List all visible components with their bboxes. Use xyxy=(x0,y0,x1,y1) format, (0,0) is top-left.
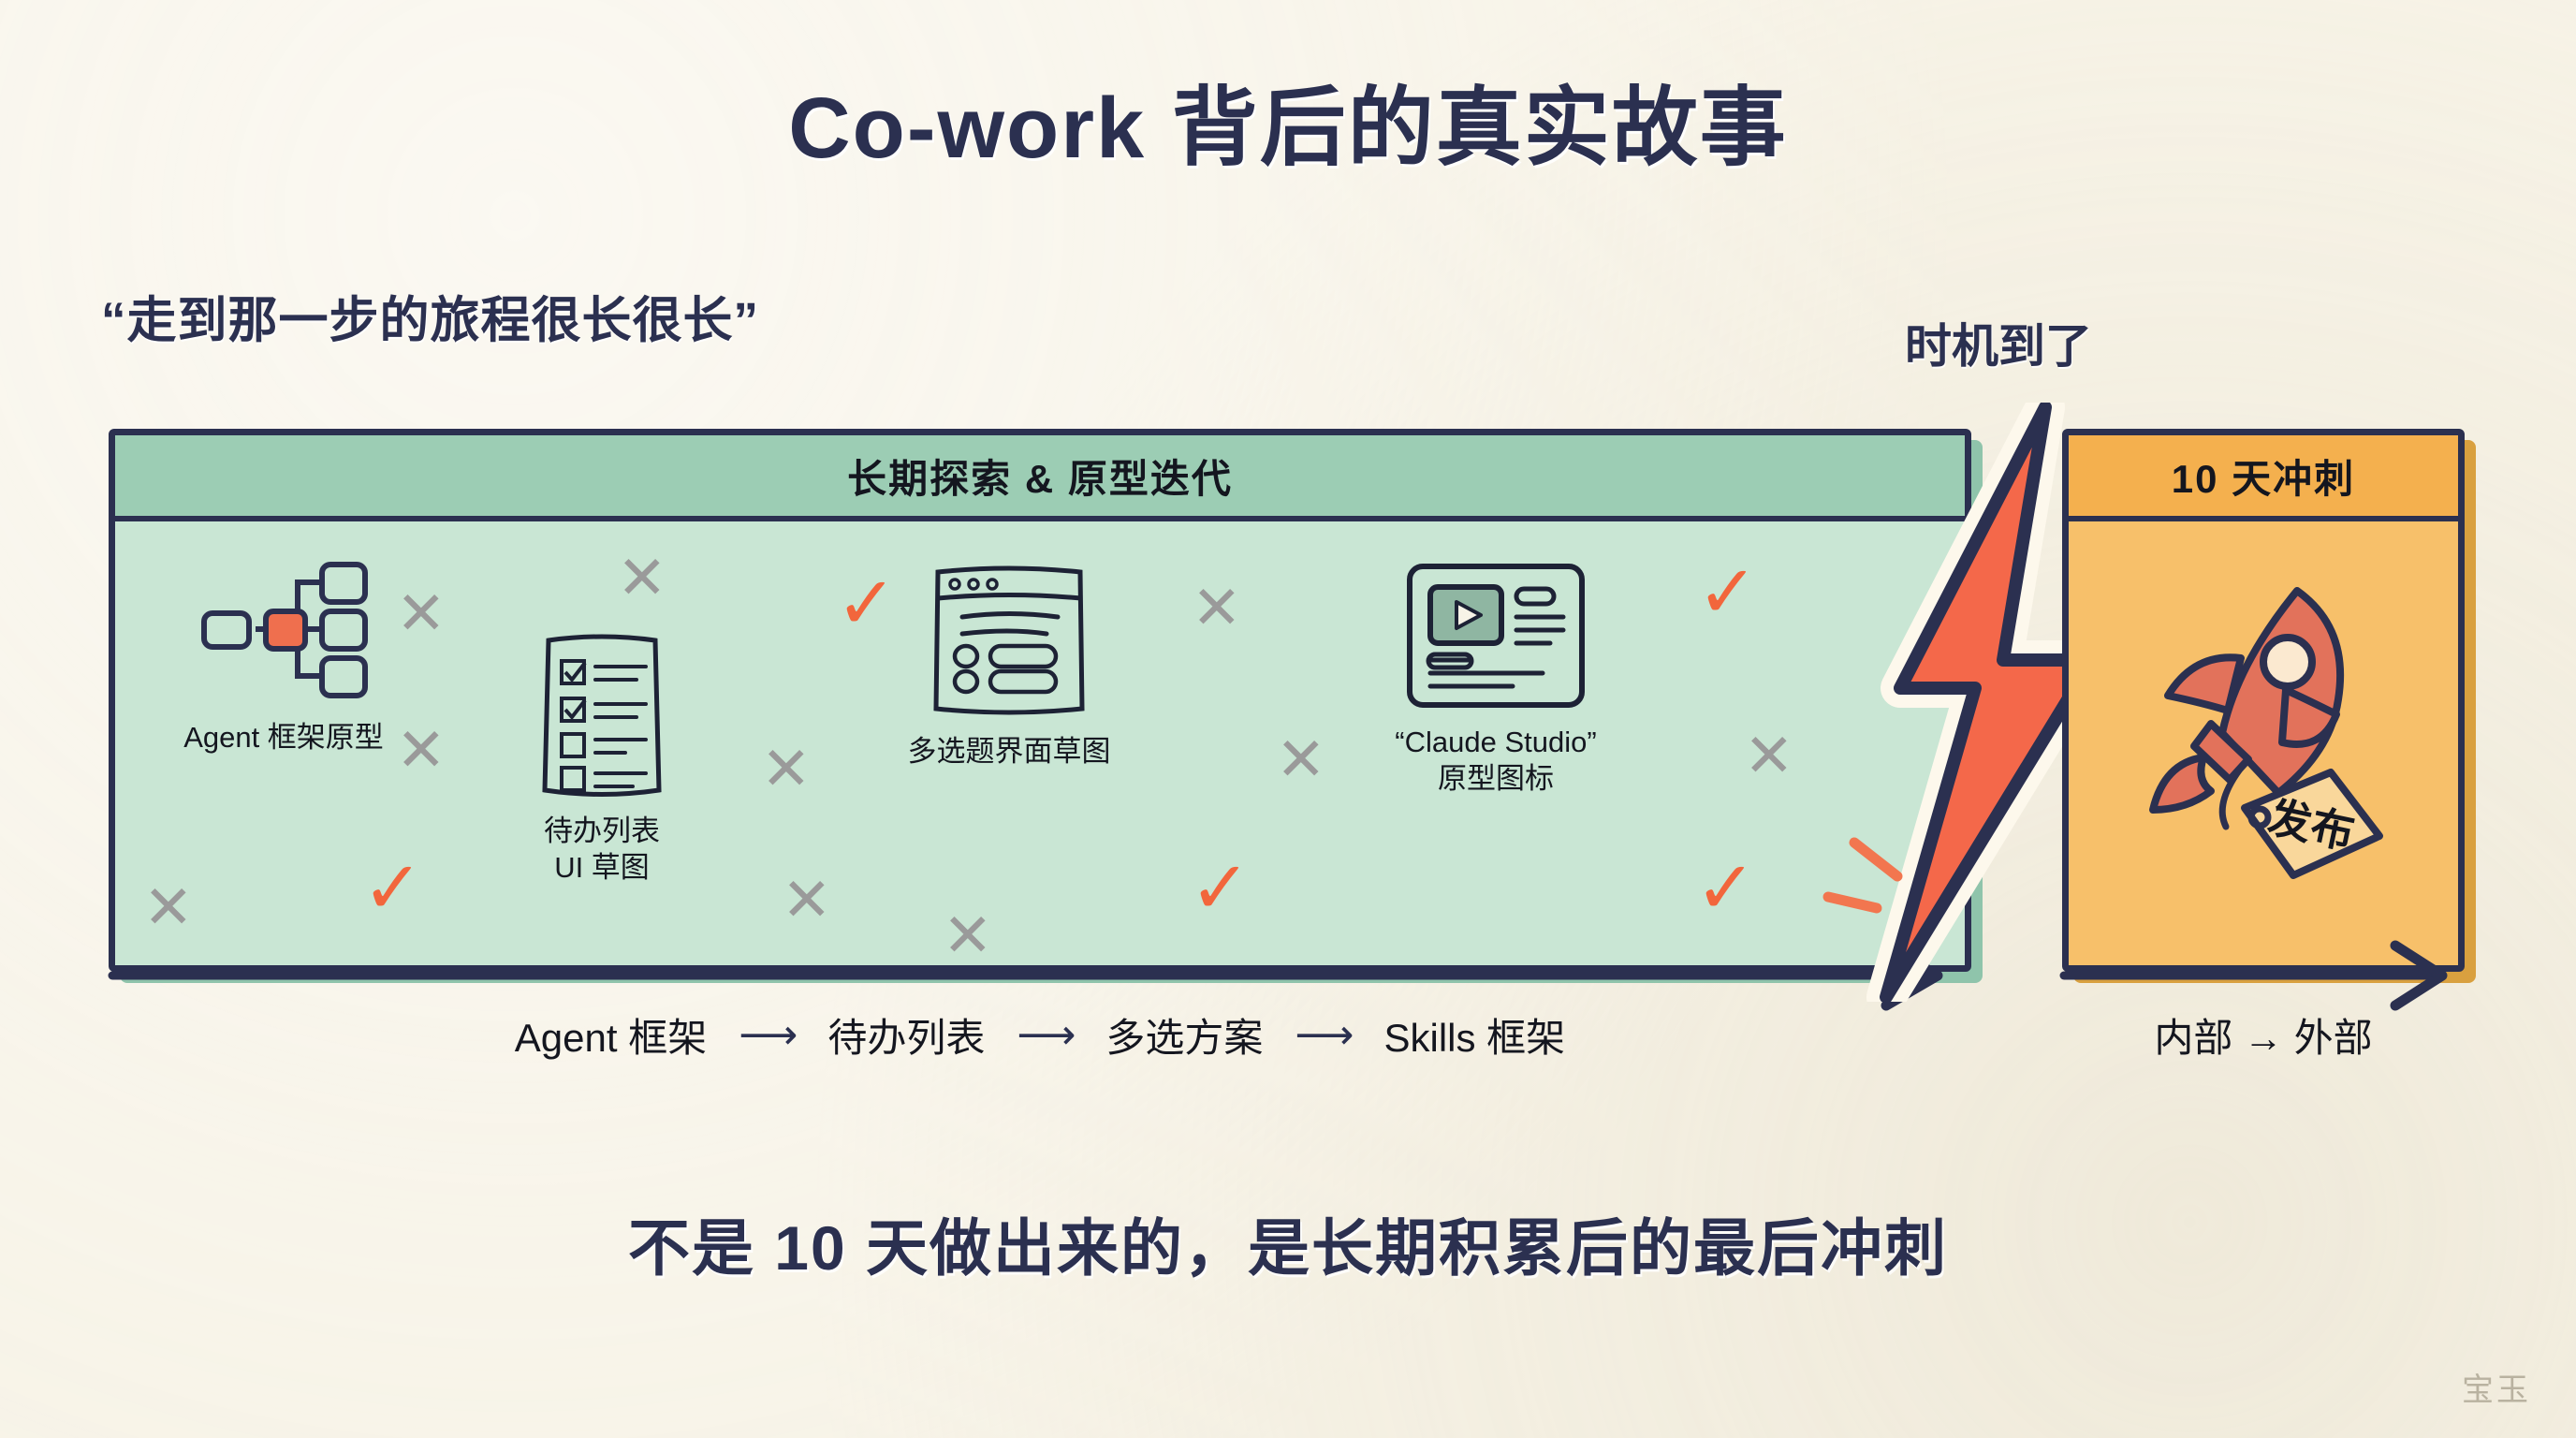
explore-item-caption: 待办列表 UI 草图 xyxy=(544,814,660,884)
sprint-axis-label: 内部 → 外部 xyxy=(2154,1016,2373,1060)
node-graph-icon xyxy=(134,550,433,709)
explore-panel: 长期探索 & 原型迭代 ✕ ✕ ✓ ✕ ✓ ✕ ✕ ✕ ✕ ✕ ✓ ✕ ✕ ✓ … xyxy=(109,429,1971,972)
timeline-arrow-icon: ⟶ xyxy=(1017,1012,1076,1058)
check-mark-icon: ✓ xyxy=(836,562,898,644)
timeline-step: 多选方案 xyxy=(1105,1016,1264,1060)
check-mark-icon: ✓ xyxy=(1695,846,1757,929)
explore-item-caption: 多选题界面草图 xyxy=(907,735,1111,768)
sprint-panel-body: 发布 xyxy=(2069,521,2458,965)
sprint-panel-header: 10 天冲刺 xyxy=(2069,435,2458,521)
cross-mark-icon: ✕ xyxy=(617,544,667,611)
browser-window-icon xyxy=(855,559,1164,723)
media-card-icon xyxy=(1332,559,1660,713)
rocket-icon: 发布 xyxy=(2149,587,2383,879)
explore-item-multichoice-ui: 多选题界面草图 xyxy=(855,559,1164,770)
check-mark-icon: ✓ xyxy=(362,846,424,929)
checklist-icon xyxy=(461,629,742,802)
sprint-panel: 10 天冲刺 发布 xyxy=(2062,429,2465,972)
cross-mark-icon: ✕ xyxy=(396,580,446,647)
explore-item-agent-framework: Agent 框架原型 xyxy=(134,550,433,756)
check-mark-icon: ✓ xyxy=(1190,846,1251,929)
check-mark-icon: ✓ xyxy=(1697,550,1759,633)
explore-item-caption: Agent 框架原型 xyxy=(183,721,384,754)
cross-mark-icon: ✕ xyxy=(143,873,194,941)
watermark: 宝玉 xyxy=(2462,1372,2531,1408)
page-title: Co-work 背后的真实故事 xyxy=(788,81,1788,176)
timeline-step: Skills 框架 xyxy=(1383,1016,1566,1060)
explore-panel-header: 长期探索 & 原型迭代 xyxy=(115,435,1965,521)
explore-timeline: Agent 框架 ⟶ 待办列表 ⟶ 多选方案 ⟶ Skills 框架 xyxy=(109,1006,1971,1064)
explore-panel-body: ✕ ✕ ✓ ✕ ✓ ✕ ✕ ✕ ✕ ✕ ✓ ✕ ✕ ✓ ✓ xyxy=(115,521,1965,965)
cross-mark-icon: ✕ xyxy=(943,902,993,969)
timeline-step: Agent 框架 xyxy=(514,1016,708,1060)
timing-label: 时机到了 xyxy=(1905,320,2092,373)
explore-axis-arrow xyxy=(108,940,1943,1011)
explore-item-todo-list: 待办列表 UI 草图 xyxy=(461,629,742,887)
footer-caption: 不是 10 天做出来的，是长期积累后的最后冲刺 xyxy=(627,1213,1949,1283)
cross-mark-icon: ✕ xyxy=(1276,726,1326,793)
cross-mark-icon: ✕ xyxy=(761,735,812,802)
sprint-axis-arrow xyxy=(2059,940,2448,1011)
explore-item-claude-studio: “Claude Studio” 原型图标 xyxy=(1332,559,1660,798)
cross-mark-icon: ✕ xyxy=(396,716,446,784)
quote-text: “走到那一步的旅程很长很长” xyxy=(101,293,759,348)
cross-mark-icon: ✕ xyxy=(1192,574,1242,641)
cross-mark-icon: ✕ xyxy=(782,866,832,933)
timeline-arrow-icon: ⟶ xyxy=(739,1012,798,1058)
cross-mark-icon: ✕ xyxy=(1744,722,1794,789)
timeline-step: 待办列表 xyxy=(827,1016,986,1060)
timeline-arrow-icon: ⟶ xyxy=(1295,1012,1354,1058)
explore-item-caption: “Claude Studio” 原型图标 xyxy=(1395,726,1597,795)
